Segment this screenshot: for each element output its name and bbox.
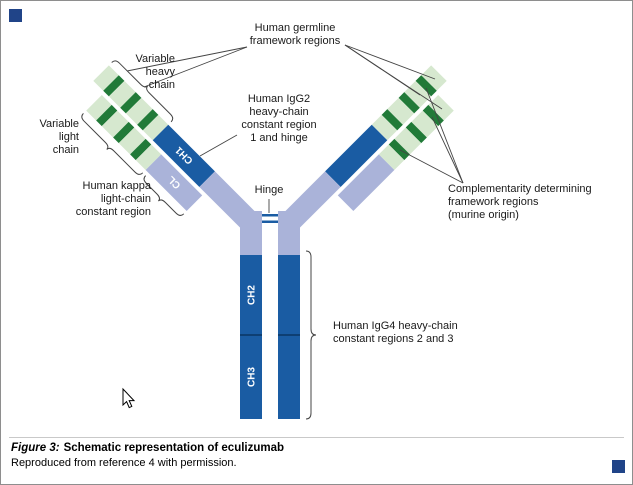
kappa-constant-brace <box>143 175 185 216</box>
framework-segment <box>125 97 153 125</box>
right-arm <box>281 65 454 231</box>
cdr-segment <box>137 109 159 131</box>
cdr-segment <box>130 138 152 161</box>
figure-title: Schematic representation of eculizumab <box>63 442 285 454</box>
framework-segment <box>421 65 447 91</box>
framework-segment <box>118 127 146 155</box>
ch3-label: CH3 <box>247 367 258 387</box>
igg4-constant-label: Human IgG4 heavy-chain constant regions … <box>333 320 458 345</box>
caption-divider <box>9 437 624 438</box>
framework-segment <box>428 95 454 121</box>
igg4-constant-brace <box>305 250 317 420</box>
cdr-segment <box>96 104 118 127</box>
framework-segment <box>387 97 415 125</box>
framework-segment <box>371 114 398 141</box>
segment-ch2-ch3-right <box>278 255 300 419</box>
figure-number: Figure 3: <box>11 442 60 454</box>
right-heavy-chain-bar <box>281 65 447 231</box>
cdr-segment <box>120 92 142 114</box>
heavy-hinge-connector <box>281 171 341 231</box>
ch2-ch3-divider-left <box>240 334 262 336</box>
framework-segment <box>108 80 136 108</box>
framework-segment <box>411 110 439 138</box>
igg2-pointer <box>199 134 238 157</box>
hinge-link-lower <box>262 220 278 223</box>
figure-caption: Figure 3:Schematic representation of ecu… <box>11 442 284 454</box>
mouse-cursor <box>122 387 136 409</box>
variable-heavy-label: Variable heavy chain <box>135 53 175 91</box>
framework-segment <box>404 80 432 108</box>
cdr-pointer-1 <box>425 87 464 184</box>
left-light-chain-bar: CL <box>86 95 203 211</box>
page-corner-marker-top-left <box>9 9 22 22</box>
heavy-hinge-connector <box>199 171 259 231</box>
page-corner-marker-bottom-right <box>612 460 625 473</box>
framework-segment <box>101 110 129 138</box>
framework-segment <box>378 144 405 170</box>
framework-segment <box>142 114 169 141</box>
cdr-segment <box>113 121 135 144</box>
cdr-segment <box>405 121 427 144</box>
segment-ch2-ch3-left <box>240 255 262 419</box>
germline-label: Human germline framework regions <box>249 22 341 47</box>
ch1-segment <box>325 124 388 187</box>
right-light-chain-bar <box>337 95 454 211</box>
cl-segment <box>145 154 203 211</box>
framework-segment <box>93 65 119 91</box>
germline-pointer-left-2 <box>143 46 248 88</box>
left-arm: CH1 CL <box>81 60 259 231</box>
cdr-pointer-2 <box>431 116 464 184</box>
stem-right-bar <box>278 211 300 419</box>
cdr-label: Complementarity determining framework re… <box>448 183 592 221</box>
hinge-label: Hinge <box>254 184 284 196</box>
kappa-constant-label: Human kappa light-chain constant region <box>75 180 151 218</box>
germline-pointer-right-1 <box>344 44 436 80</box>
igg2-constant-label: Human IgG2 heavy-chain constant region 1… <box>241 93 317 144</box>
ch1-segment <box>152 124 215 187</box>
cdr-segment <box>398 92 420 114</box>
cdr-pointer-3 <box>399 149 464 184</box>
cdr-segment <box>388 138 410 161</box>
cdr-segment <box>415 75 437 97</box>
germline-pointer-right-3 <box>344 44 443 110</box>
antibody-diagram: CH1 CL <box>81 44 464 420</box>
framework-segment <box>135 144 162 170</box>
variable-light-brace <box>81 113 144 175</box>
cdr-segment <box>103 75 125 97</box>
pointer-lines <box>126 44 464 213</box>
ch2-label: CH2 <box>247 285 258 305</box>
variable-light-label: Variable light chain <box>39 118 79 156</box>
germline-pointer-left-1 <box>126 46 248 72</box>
framework-segment <box>394 127 422 155</box>
framework-segment <box>86 95 112 121</box>
hinge-links <box>262 214 278 223</box>
figure-credit: Reproduced from reference 4 with permiss… <box>11 457 237 469</box>
cl-segment <box>337 154 395 211</box>
hinge-link-upper <box>262 214 278 217</box>
cdr-segment <box>381 109 403 131</box>
ch2-ch3-divider-right <box>278 334 300 336</box>
left-heavy-chain-bar: CH1 <box>93 65 259 231</box>
